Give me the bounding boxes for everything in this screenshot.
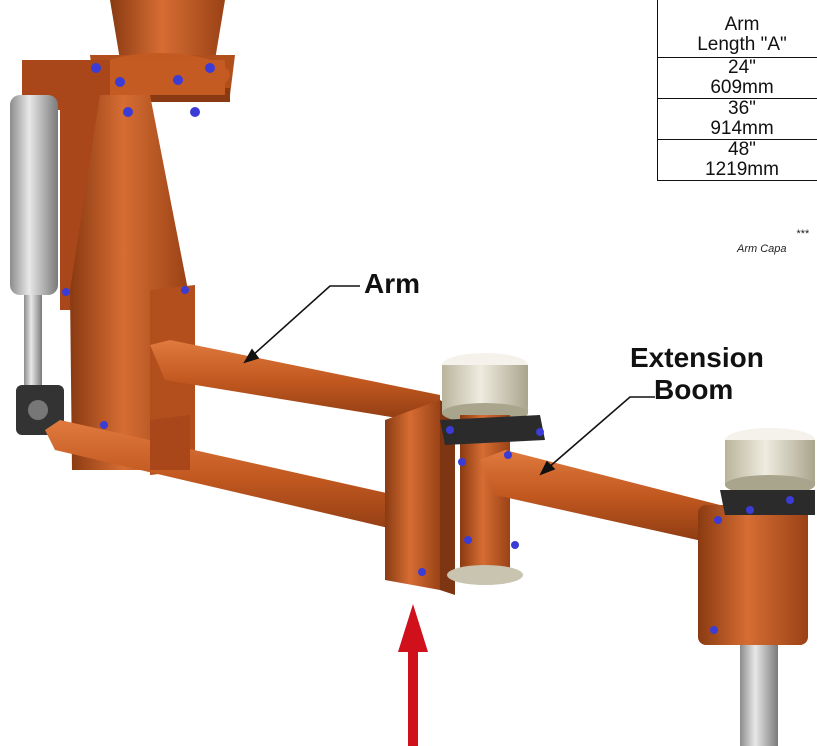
bolts	[62, 63, 794, 634]
footnote-line-2: Arm Capa	[737, 243, 787, 255]
arm-length-table: Arm Length "A" 24" 609mm 36" 914mm 48" 1…	[657, 0, 817, 181]
callout-arrow-icon	[243, 285, 655, 476]
arm-callout-label: Arm	[364, 268, 421, 299]
extension-boom	[480, 428, 815, 746]
length-mm: 609mm	[710, 77, 774, 98]
length-mm: 1219mm	[705, 159, 779, 180]
footnote-line-1: ***	[796, 228, 809, 240]
header-line-1: Arm	[724, 14, 760, 35]
table-cell: 36" 914mm	[657, 98, 817, 140]
table-cell: 48" 1219mm	[657, 139, 817, 181]
table-cell: 24" 609mm	[657, 57, 817, 99]
length-inches: 24"	[728, 57, 756, 78]
gas-cylinder	[10, 95, 64, 435]
length-mm: 914mm	[710, 118, 774, 139]
length-inches: 36"	[728, 98, 756, 119]
parallel-arm	[45, 340, 440, 540]
table-row: 48" 1219mm	[657, 139, 817, 181]
extension-callout-label-1: Extension	[630, 342, 764, 373]
table-row: 24" 609mm	[657, 57, 817, 99]
center-knuckle	[385, 353, 545, 595]
length-inches: 48"	[728, 139, 756, 160]
extension-callout-label-2: Boom	[654, 374, 734, 405]
table-row: 36" 914mm	[657, 98, 817, 140]
table-header-cell: Arm Length "A"	[657, 0, 817, 58]
header-line-2: Length "A"	[697, 34, 787, 55]
table-header-row: Arm Length "A"	[657, 0, 817, 58]
red-up-arrow-icon	[398, 604, 428, 746]
